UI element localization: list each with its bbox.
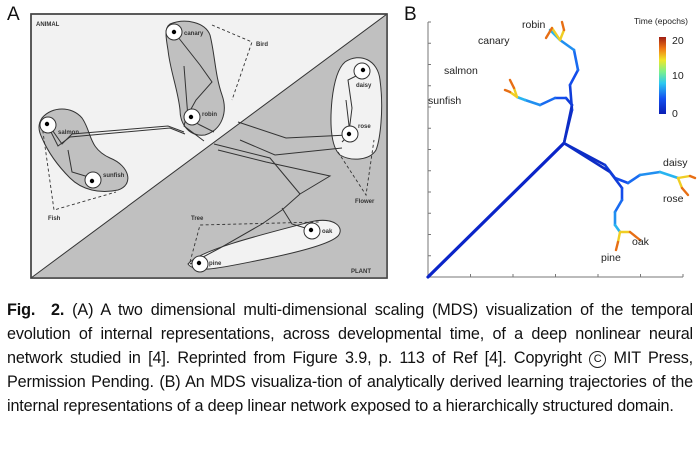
traj-label-canary: canary — [478, 35, 510, 47]
trajectory-segment-plant-flower — [658, 170, 680, 180]
panel-a-frame — [30, 13, 388, 279]
group-label-fish: Fish — [48, 216, 61, 222]
trajectory-segment-animal-fish — [523, 98, 542, 107]
colorbar-tick-20: 20 — [672, 35, 684, 47]
trajectory-segment-animal-fish — [562, 103, 574, 145]
colorbar-tick-10: 10 — [672, 70, 684, 82]
colorbar — [659, 37, 666, 114]
trajectory-segment-animal-bird — [572, 48, 580, 72]
panel-b-letter: B — [404, 4, 417, 25]
trajectory-segment-animal-fish — [564, 96, 574, 107]
trajectory-leaf-animal-bird-0 — [550, 26, 562, 42]
robin-dot — [188, 114, 194, 120]
trajectory-segment-plant-flower — [638, 170, 662, 177]
trajectory-segment-plant-tree — [562, 141, 612, 174]
panel-a-item-markers — [39, 23, 371, 273]
panel-a-group-connectors — [41, 24, 375, 263]
bird-group-blob — [165, 20, 225, 136]
traj-label-oak: oak — [632, 236, 650, 248]
trajectory-segment-animal-fish — [515, 95, 527, 102]
trajectory-leaf-plant-flower-1 — [676, 176, 684, 190]
trajectory-leaf-animal-fish-1 — [508, 78, 516, 90]
trajectory-segment-plant-flower — [613, 176, 630, 185]
region-divider — [30, 13, 388, 279]
trajectory-leaf-plant-tree-0 — [616, 230, 622, 244]
daisy-dot — [360, 67, 366, 73]
panel-b-axes — [427, 21, 684, 278]
trajectory-segment-animal-bird — [558, 38, 576, 52]
plant-region-label: PLANT — [351, 269, 371, 275]
caption-text-part1: (A) A two dimensional multi-dimensional … — [7, 301, 693, 367]
fish-group-blob — [38, 108, 129, 192]
trajectory-leaf-plant-flower-0 — [676, 174, 692, 180]
trajectory-segment-plant-tree — [613, 198, 624, 214]
panel-b-trajectories — [426, 20, 697, 279]
trajectory-leaf-plant-tree-0 — [614, 240, 620, 252]
copyright-symbol: C — [589, 351, 607, 368]
traj-label-daisy: daisy — [663, 157, 688, 169]
pine-dot — [196, 260, 202, 266]
item-label-oak: oak — [322, 229, 333, 235]
traj-label-robin: robin — [522, 19, 546, 31]
colorbar-tick-0: 0 — [672, 108, 678, 120]
canary-dot — [171, 29, 177, 35]
oak-dot — [308, 227, 314, 233]
panel-a: A — [0, 0, 400, 290]
traj-label-rose: rose — [663, 193, 684, 205]
tree-group-blob — [187, 220, 341, 270]
traj-label-pine: pine — [601, 252, 621, 264]
trajectory-segment-plant-flower — [626, 173, 642, 185]
panel-b: B robin canary salmon sunfish daisy rose… — [400, 0, 700, 290]
trajectory-leaf-animal-fish-0 — [503, 88, 512, 94]
item-label-pine: pine — [209, 261, 222, 267]
sunfish-dot — [89, 178, 95, 184]
trajectory-leaf-plant-flower-1 — [680, 186, 690, 197]
trajectory-segment-animal-bird — [568, 68, 580, 87]
item-label-daisy: daisy — [356, 83, 372, 89]
group-label-flower: Flower — [355, 199, 375, 205]
panel-a-mds-plot: ANIMAL PLANT canary robin salmon sunfish… — [30, 13, 388, 279]
salmon-dot — [44, 121, 50, 127]
figure-caption: Fig. 2. (A) A two dimensional multi-dime… — [7, 298, 693, 418]
item-label-canary: canary — [184, 31, 204, 37]
item-label-salmon: salmon — [58, 130, 79, 136]
trajectory-segment-plant-tree — [613, 223, 622, 234]
traj-label-salmon: salmon — [444, 65, 478, 77]
panel-b-trajectory-plot: robin canary salmon sunfish daisy rose o… — [426, 16, 697, 279]
group-label-tree: Tree — [191, 216, 204, 222]
trajectory-leaf-plant-flower-0 — [688, 174, 697, 180]
colorbar-title: Time (epochs) — [634, 16, 688, 26]
rose-dot — [346, 131, 352, 137]
trajectory-leaf-animal-fish-1 — [512, 86, 519, 99]
trajectory-leaf-animal-bird-1 — [560, 20, 566, 32]
trajectory-leaf-animal-bird-0 — [544, 26, 554, 40]
group-label-bird: Bird — [256, 42, 268, 48]
trajectory-trunk — [426, 141, 566, 279]
caption-fig-label: Fig. 2. — [7, 301, 65, 319]
trajectory-leaf-animal-bird-1 — [558, 28, 566, 42]
panel-a-letter: A — [7, 4, 20, 25]
traj-label-sunfish: sunfish — [428, 95, 461, 107]
animal-region-label: ANIMAL — [36, 22, 60, 28]
trajectory-segment-plant-tree — [608, 170, 624, 190]
trajectory-leaf-plant-tree-1 — [628, 230, 642, 242]
item-label-robin: robin — [202, 112, 217, 118]
caption-text-part2: MIT Press, Permission Pending. (B) An MD… — [7, 349, 693, 415]
item-label-sunfish: sunfish — [103, 173, 125, 179]
trajectory-segment-animal-fish — [538, 96, 557, 107]
item-label-rose: rose — [358, 124, 371, 130]
